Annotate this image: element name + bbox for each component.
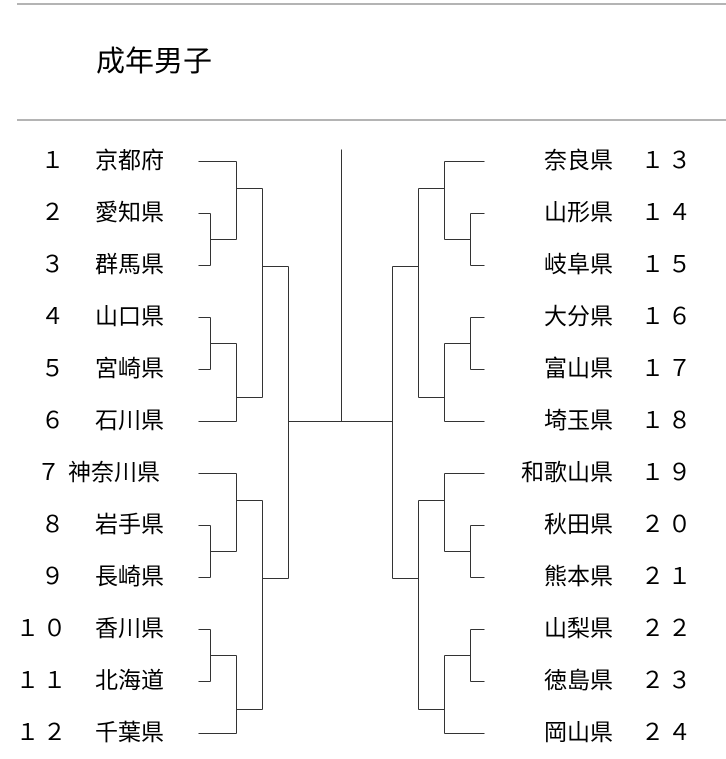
team-name: 山形県 bbox=[544, 200, 613, 226]
team-name: 秋田県 bbox=[544, 512, 613, 538]
team-name: 埼玉県 bbox=[544, 408, 613, 434]
seed-number: １８ bbox=[641, 408, 695, 434]
team-name: 大分県 bbox=[544, 304, 613, 330]
top-rule bbox=[17, 3, 726, 5]
seed-number: ８ bbox=[41, 512, 68, 538]
seed-number: １３ bbox=[641, 148, 695, 174]
team-name: 京都府 bbox=[95, 148, 164, 174]
team-name: 和歌山県 bbox=[521, 460, 613, 486]
team-name: 岐阜県 bbox=[544, 252, 613, 278]
team-name: 神奈川県 bbox=[68, 460, 160, 486]
seed-number: １１ bbox=[16, 668, 70, 694]
team-name: 山梨県 bbox=[544, 616, 613, 642]
team-name: 長崎県 bbox=[95, 564, 164, 590]
team-name: 北海道 bbox=[95, 668, 164, 694]
seed-number: ７ bbox=[37, 460, 64, 486]
header-rule bbox=[17, 119, 726, 121]
seed-number: ２０ bbox=[641, 512, 695, 538]
team-name: 奈良県 bbox=[544, 148, 613, 174]
team-name: 群馬県 bbox=[95, 252, 164, 278]
seed-number: ２２ bbox=[641, 616, 695, 642]
team-name: 宮崎県 bbox=[95, 356, 164, 382]
seed-number: ２ bbox=[41, 200, 68, 226]
seed-number: １７ bbox=[641, 356, 695, 382]
seed-number: ９ bbox=[41, 564, 68, 590]
team-name: 岡山県 bbox=[544, 720, 613, 746]
team-name: 千葉県 bbox=[95, 720, 164, 746]
seed-number: １４ bbox=[641, 200, 695, 226]
seed-number: ３ bbox=[41, 252, 68, 278]
seed-number: １６ bbox=[641, 304, 695, 330]
seed-number: １２ bbox=[16, 720, 70, 746]
team-name: 富山県 bbox=[544, 356, 613, 382]
page-title: 成年男子 bbox=[96, 44, 213, 78]
seed-number: １９ bbox=[641, 460, 695, 486]
team-name: 徳島県 bbox=[544, 668, 613, 694]
seed-number: ２４ bbox=[641, 720, 695, 746]
seed-number: ５ bbox=[41, 356, 68, 382]
seed-number: ６ bbox=[41, 408, 68, 434]
team-name: 石川県 bbox=[95, 408, 164, 434]
team-name: 熊本県 bbox=[544, 564, 613, 590]
seed-number: １ bbox=[41, 148, 68, 174]
seed-number: ２３ bbox=[641, 668, 695, 694]
seed-number: １０ bbox=[16, 616, 70, 642]
seed-number: １５ bbox=[641, 252, 695, 278]
team-name: 愛知県 bbox=[95, 200, 164, 226]
team-name: 岩手県 bbox=[95, 512, 164, 538]
team-name: 香川県 bbox=[95, 616, 164, 642]
seed-number: ４ bbox=[41, 304, 68, 330]
team-name: 山口県 bbox=[95, 304, 164, 330]
seed-number: ２１ bbox=[641, 564, 695, 590]
